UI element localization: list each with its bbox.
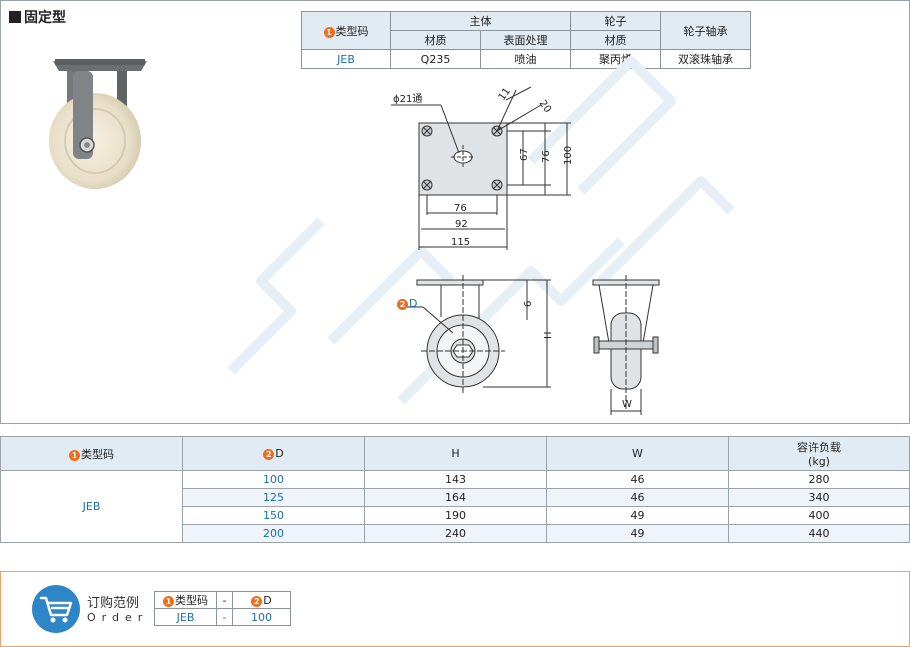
dim-20: 20 xyxy=(537,98,553,115)
wheel-header: 轮子 xyxy=(570,11,661,31)
dim-92: 92 xyxy=(455,219,468,230)
section-title: 固定型 xyxy=(9,7,66,27)
table-row: 150 190 49 400 xyxy=(1,506,910,525)
order-value: 100 xyxy=(232,608,291,626)
spec-bearing: 双滚珠轴承 xyxy=(660,49,751,69)
dim-6: 6 xyxy=(523,301,534,307)
surface-header: 表面处理 xyxy=(480,30,571,50)
dim-115: 115 xyxy=(451,237,470,248)
spec-wheel-material: 聚丙烯 xyxy=(570,49,661,69)
spec-body-material: Q235 xyxy=(390,49,481,69)
square-icon xyxy=(9,11,21,23)
dim-76v: 76 xyxy=(541,150,552,163)
dim-11: 11 xyxy=(497,86,513,103)
table-row: 125 164 46 340 xyxy=(1,488,910,507)
table-row: JEB 100 143 46 280 xyxy=(0,470,910,543)
dim-76h: 76 xyxy=(454,203,467,214)
dim-hole: ϕ21通 xyxy=(393,93,422,105)
spec-surface: 喷油 xyxy=(480,49,571,69)
dim-w: W xyxy=(622,399,632,410)
dim-67: 67 xyxy=(519,148,530,161)
technical-drawing: ϕ21通 11 20 67 76 100 76 92 115 6 H W xyxy=(391,86,660,415)
size-header-load: 容许负载(kg) xyxy=(728,436,910,471)
caster-photo xyxy=(49,59,147,189)
wheel-material-header: 材质 xyxy=(570,30,661,50)
bearing-header: 轮子轴承 xyxy=(660,11,751,50)
dim-100: 100 xyxy=(563,146,574,165)
spec-code: JEB xyxy=(301,49,391,69)
size-header-h: H xyxy=(364,436,547,471)
order-code: JEB xyxy=(154,608,217,626)
size-code: JEB xyxy=(0,470,183,543)
order-title: 订购范例 xyxy=(87,596,140,611)
order-subtitle: Order xyxy=(87,611,149,624)
size-header-w: W xyxy=(546,436,729,471)
badge-two-icon: 2 xyxy=(397,299,408,310)
dim-h: H xyxy=(543,331,554,339)
badge-one-icon: 1 xyxy=(323,26,335,38)
material-header: 材质 xyxy=(390,30,481,50)
table-row: 200 240 49 440 xyxy=(1,524,910,543)
body-header: 主体 xyxy=(390,11,571,31)
shopping-cart-icon xyxy=(32,585,80,633)
